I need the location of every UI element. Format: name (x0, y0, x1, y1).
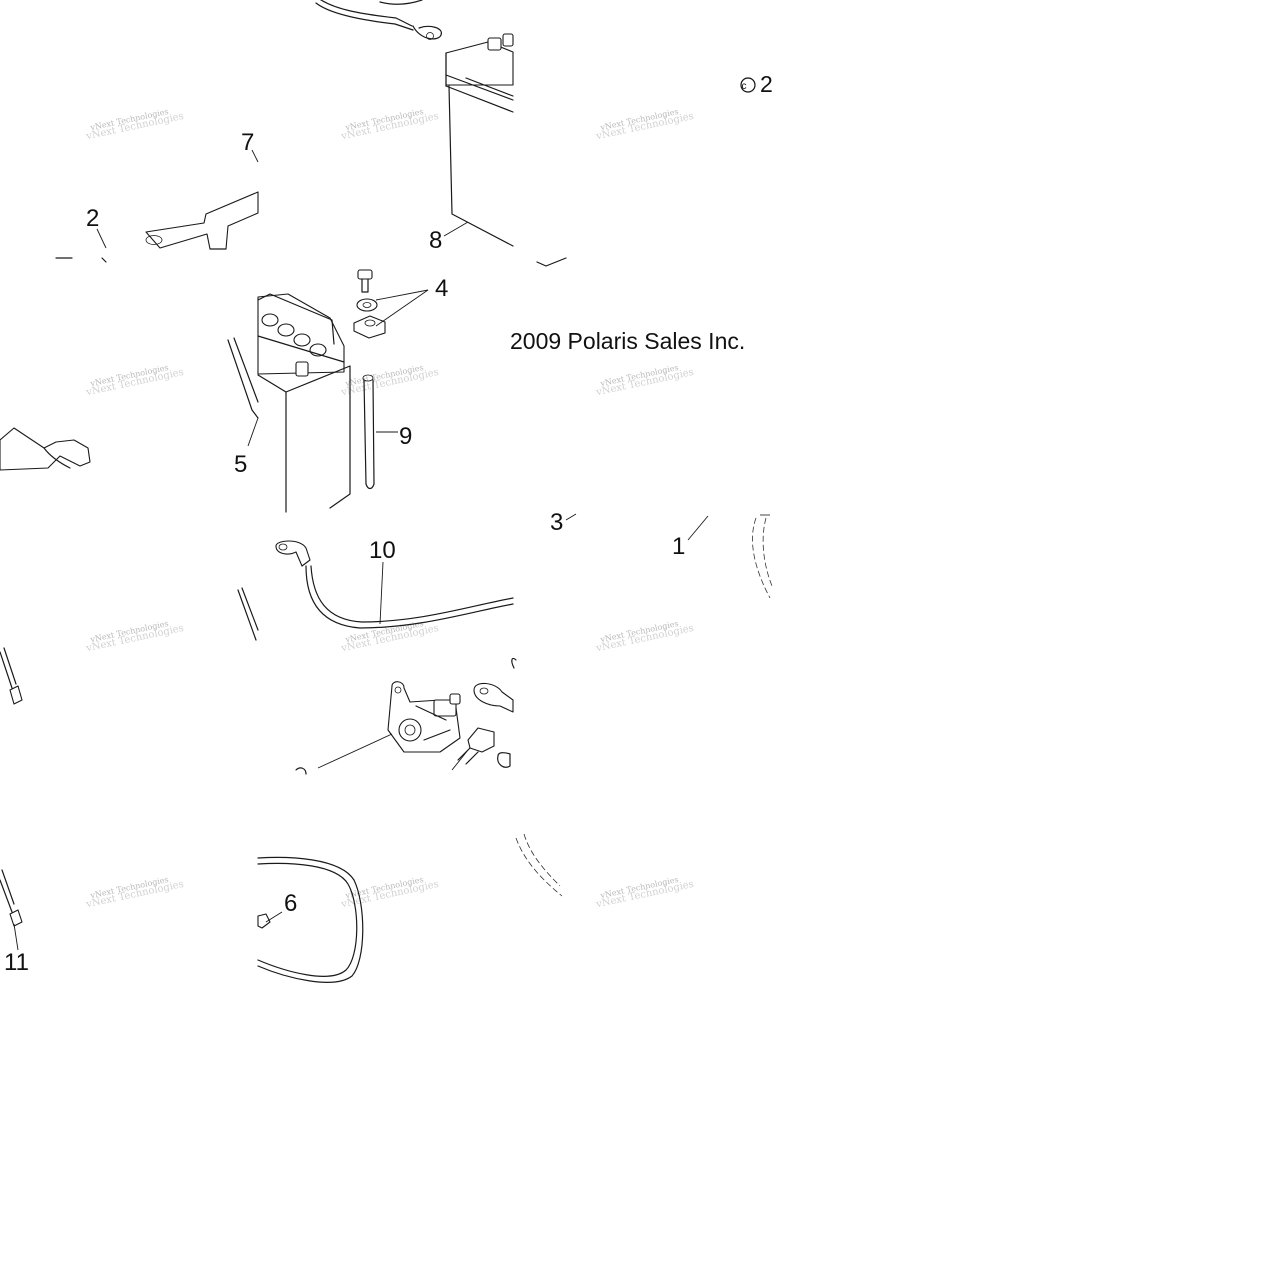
callout-9: 9 (399, 423, 412, 450)
cable-10 (275, 540, 514, 629)
callout-labels: 7 2 8 4 9 5 3 1 10 6 11 (4, 129, 685, 976)
wire-left-row3 (237, 587, 259, 641)
callout-8: 8 (429, 227, 442, 254)
svg-text:c: c (742, 81, 747, 92)
part-2-fragment (55, 257, 107, 263)
callout-4: 4 (435, 275, 448, 302)
bracket-7 (145, 191, 259, 250)
callout-2: 2 (86, 205, 99, 232)
dashed-outline-fragments (515, 514, 773, 897)
callout-3: 3 (550, 509, 563, 536)
copyright-fragment-top: c 2 (740, 71, 773, 97)
callout-6: 6 (284, 890, 297, 917)
ring-terminal (473, 682, 514, 713)
battery-5 (257, 293, 351, 513)
callout-10: 10 (369, 537, 396, 564)
callout-7: 7 (241, 129, 254, 156)
starter-solenoid (387, 681, 461, 753)
callout-5: 5 (234, 451, 247, 478)
rod-left (227, 337, 259, 419)
callout-1: 1 (672, 533, 685, 560)
svg-text:2: 2 (760, 71, 773, 97)
callout-11: 11 (4, 949, 29, 976)
solenoid-lead-lines (295, 733, 469, 775)
hardware-4 (353, 269, 386, 339)
copyright-text: 2009 Polaris Sales Inc. (510, 328, 745, 354)
battery-cable-top (315, 0, 442, 40)
vent-tube-9 (362, 374, 375, 490)
wire-left-row3-end (0, 647, 23, 705)
wire-11 (0, 869, 23, 927)
leader-lines (13, 149, 709, 951)
wire-6 (257, 856, 364, 983)
battery-8 (445, 33, 567, 267)
misc-fragments (497, 657, 517, 768)
hold-down-strap (0, 427, 91, 471)
